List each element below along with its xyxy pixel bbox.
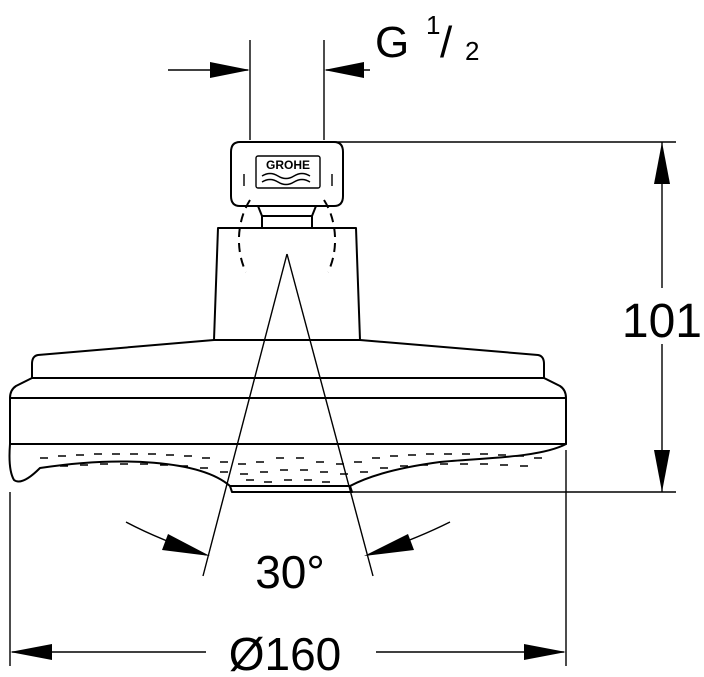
nozzle-row-outer: [40, 453, 542, 465]
height-arrow-top: [654, 142, 670, 184]
diameter-value: Ø160: [229, 628, 342, 677]
nozzle-row-center: [246, 479, 330, 483]
lower-body: [9, 397, 567, 445]
spray-angle-value: 30°: [255, 546, 325, 598]
nut-flats-marks: [243, 174, 333, 186]
height-arrow-bottom: [654, 450, 670, 492]
spray-angle-arrow-right: [364, 534, 414, 556]
height-dimension: 101: [334, 141, 704, 493]
brand-logo-wave-2: [261, 178, 311, 186]
nozzle-row-inner: [60, 463, 528, 475]
ball-joint-hidden-left: [237, 199, 251, 273]
spray-angle-ray-right: [286, 253, 374, 577]
thread-fraction-denominator: 2: [465, 36, 479, 66]
diameter-arrow-right: [524, 644, 566, 660]
thread-dimension: G 1 / 2: [168, 10, 479, 140]
height-value: 101: [622, 295, 702, 348]
height-label-bg: [600, 288, 704, 344]
thread-fraction-numerator: 1: [426, 10, 440, 40]
connector-nut: [230, 141, 344, 207]
diameter-arrow-left: [10, 644, 52, 660]
thread-arrow-left: [210, 62, 250, 78]
brand-logo-frame: [255, 155, 321, 189]
stem-body: [213, 227, 361, 341]
mid-rim: [9, 377, 567, 399]
upper-shoulder: [31, 339, 545, 379]
spray-angle-dimension: 30°: [125, 253, 451, 598]
brand-logo: GROHE: [243, 155, 333, 189]
neck-upper: [257, 205, 317, 217]
brand-logo-wave-1: [261, 172, 311, 180]
brand-logo-text: GROHE: [266, 158, 310, 172]
diameter-dimension: Ø160: [9, 450, 567, 677]
thread-arrow-right: [324, 62, 364, 78]
spray-nozzles: [40, 453, 542, 483]
spray-face-outline: [8, 443, 567, 487]
spray-face-center: [229, 485, 353, 493]
shower-head: GROHE: [8, 141, 567, 493]
thread-label: G: [375, 18, 409, 67]
thread-fraction-slash: /: [440, 18, 453, 67]
spray-angle-ray-left: [202, 253, 288, 577]
ball-joint-hidden-right: [323, 199, 337, 273]
spray-angle-arrow-left: [162, 534, 210, 556]
